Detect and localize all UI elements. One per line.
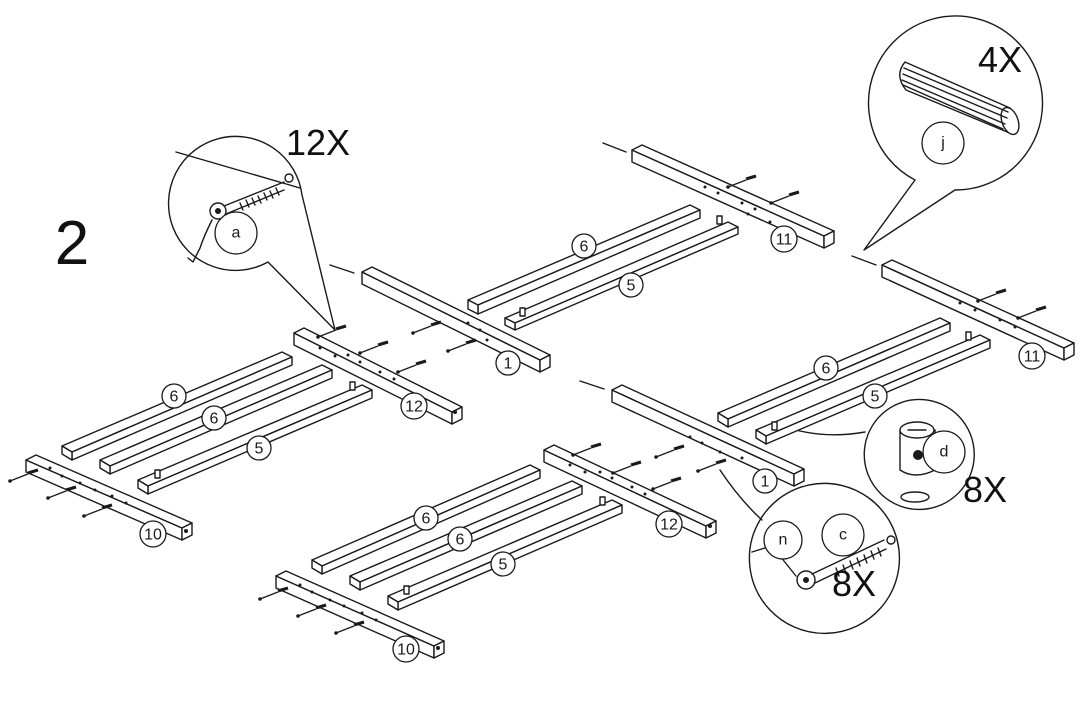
part-label-6-left-b: 6 bbox=[201, 405, 227, 431]
part-label-6-top: 6 bbox=[571, 233, 597, 259]
svg-text:1: 1 bbox=[761, 474, 770, 491]
rail-11-top bbox=[602, 142, 835, 249]
part-label-10-left: 10 bbox=[139, 520, 167, 548]
callout-a-letter: a bbox=[232, 225, 241, 242]
callout-d-circle bbox=[922, 430, 966, 474]
callout-d-quantity: 8X bbox=[963, 469, 1007, 510]
callout-d-bubble bbox=[779, 398, 975, 511]
svg-text:6: 6 bbox=[822, 361, 831, 378]
callout-j-quantity: 4X bbox=[978, 39, 1022, 80]
callout-j-letter: j bbox=[940, 135, 945, 152]
callout-n-circle bbox=[763, 520, 803, 560]
part-label-6-right: 6 bbox=[813, 355, 839, 381]
part-label-12-left: 12 bbox=[400, 392, 428, 420]
part-label-5-left: 5 bbox=[246, 435, 272, 461]
svg-text:6: 6 bbox=[456, 532, 465, 549]
svg-text:5: 5 bbox=[499, 557, 508, 574]
svg-text:6: 6 bbox=[170, 389, 179, 406]
svg-text:6: 6 bbox=[580, 239, 589, 256]
callout-a-quantity: 12X bbox=[286, 122, 350, 163]
svg-text:11: 11 bbox=[776, 232, 793, 249]
callout-c-quantity: 8X bbox=[832, 563, 876, 604]
part-label-11-right: 11 bbox=[1018, 342, 1046, 370]
part-label-6-bottom-b: 6 bbox=[447, 526, 473, 552]
part-label-10-bottom: 10 bbox=[392, 635, 420, 663]
svg-text:12: 12 bbox=[405, 399, 423, 416]
svg-text:5: 5 bbox=[627, 278, 636, 295]
callout-c-letter: c bbox=[839, 527, 847, 544]
callout-c-circle bbox=[821, 513, 865, 557]
rail-1-top bbox=[329, 264, 551, 373]
part-label-5-right: 5 bbox=[862, 383, 888, 409]
rail-1-mid bbox=[579, 380, 805, 487]
callout-d-letter: d bbox=[940, 444, 949, 461]
callout-c-bubble bbox=[719, 469, 901, 635]
svg-text:11: 11 bbox=[1024, 349, 1041, 366]
rail-11-right bbox=[851, 255, 1075, 361]
svg-text:5: 5 bbox=[255, 441, 264, 458]
svg-text:6: 6 bbox=[210, 411, 219, 428]
part-label-1-top: 1 bbox=[495, 350, 521, 376]
svg-text:5: 5 bbox=[871, 389, 880, 406]
callout-n-letter: n bbox=[779, 532, 788, 549]
part-label-11-top: 11 bbox=[770, 225, 798, 253]
part-label-6-left-a: 6 bbox=[161, 383, 187, 409]
callout-j-circle bbox=[921, 121, 965, 165]
svg-text:12: 12 bbox=[660, 517, 678, 534]
part-label-5-top: 5 bbox=[618, 272, 644, 298]
part-label-6-bottom-a: 6 bbox=[413, 505, 439, 531]
svg-text:10: 10 bbox=[144, 527, 162, 544]
svg-text:1: 1 bbox=[504, 356, 513, 373]
part-label-1-mid: 1 bbox=[752, 468, 778, 494]
callout-a-circle bbox=[214, 211, 258, 255]
step-number: 2 bbox=[55, 209, 89, 278]
rail-10-bottom bbox=[275, 570, 445, 659]
svg-text:10: 10 bbox=[397, 642, 415, 659]
rail-10-left bbox=[25, 454, 193, 541]
part-label-12-bottom: 12 bbox=[655, 510, 683, 538]
svg-text:6: 6 bbox=[422, 511, 431, 528]
part-label-5-bottom: 5 bbox=[490, 551, 516, 577]
